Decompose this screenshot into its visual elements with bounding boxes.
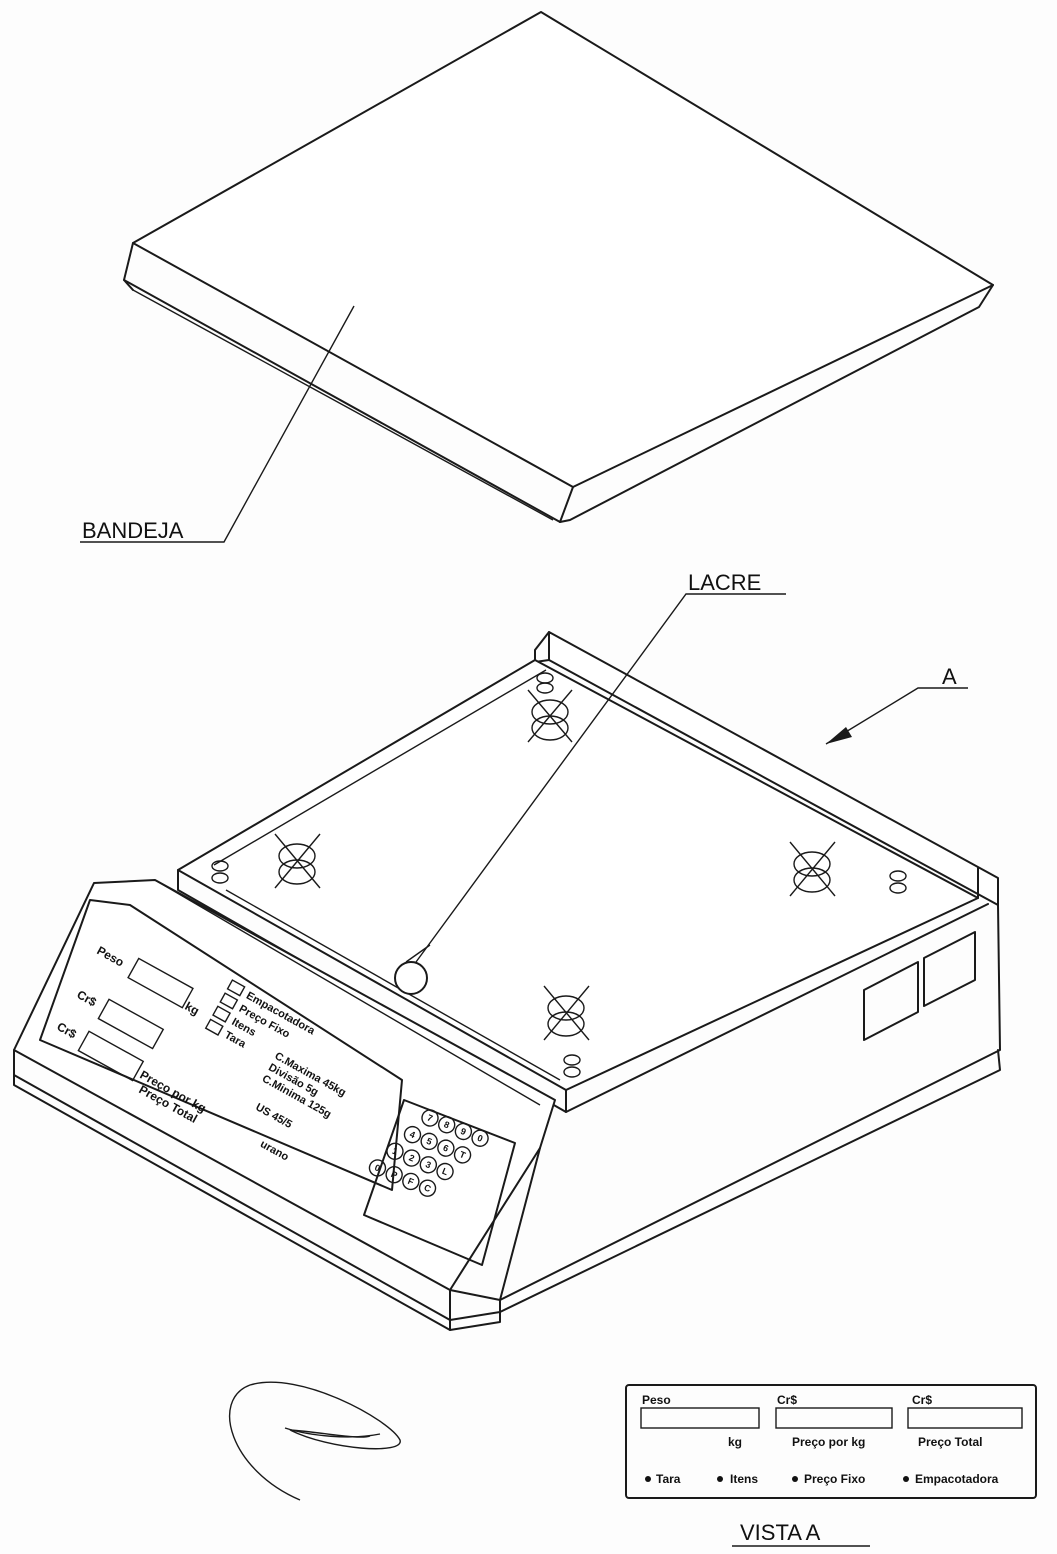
svg-text:F: F [406,1176,415,1188]
load-cells [211,672,907,1078]
svg-text:4: 4 [408,1129,416,1140]
svg-text:2: 2 [407,1152,415,1163]
vista-itens: Itens [730,1472,758,1486]
scale-body [13,631,1001,1331]
vista-tara: Tara [656,1472,681,1486]
svg-text:9: 9 [459,1126,467,1137]
svg-text:T: T [458,1149,467,1161]
vista-preco-total: Preço Total [918,1435,982,1449]
vista-empacotadora: Empacotadora [915,1472,999,1486]
seal-lacre: LACRE [394,570,786,995]
label-arrow-a: A [942,664,957,689]
vista-preco-por-kg: Preço por kg [792,1435,865,1449]
vista-crs-1: Cr$ [777,1393,797,1407]
svg-text:7: 7 [426,1112,434,1123]
svg-text:0: 0 [373,1162,381,1173]
vista-a-caption: VISTA A [732,1520,870,1547]
panel-kg: kg [183,999,202,1018]
vista-a-panel: Peso kg Cr$ Preço por kg Cr$ Preço Total… [625,1384,1037,1499]
svg-text:P: P [389,1169,398,1181]
tray-bandeja [123,11,994,523]
svg-text:3: 3 [424,1159,432,1170]
svg-text:6: 6 [442,1143,450,1154]
svg-text:L: L [441,1166,450,1178]
load-cell-left [211,833,321,889]
svg-text:C: C [423,1182,433,1194]
load-cell-right [789,841,907,897]
vista-crs-2: Cr$ [912,1393,932,1407]
svg-text:8: 8 [442,1119,450,1130]
load-cell-front [543,985,590,1078]
label-lacre: LACRE [688,570,761,595]
view-arrow-a: A [825,664,968,745]
vista-kg: kg [728,1435,742,1449]
svg-text:0: 0 [476,1133,484,1144]
vista-preco-fixo: Preço Fixo [804,1472,865,1486]
label-bandeja: BANDEJA [82,518,184,543]
svg-text:5: 5 [425,1136,433,1147]
bandeja-leader: BANDEJA [80,305,355,543]
svg-text:1: 1 [391,1146,399,1157]
load-cell-rear [527,672,573,743]
handwritten-signature [228,1381,401,1501]
vista-peso: Peso [642,1393,671,1407]
vista-a-title: VISTA A [740,1520,821,1545]
